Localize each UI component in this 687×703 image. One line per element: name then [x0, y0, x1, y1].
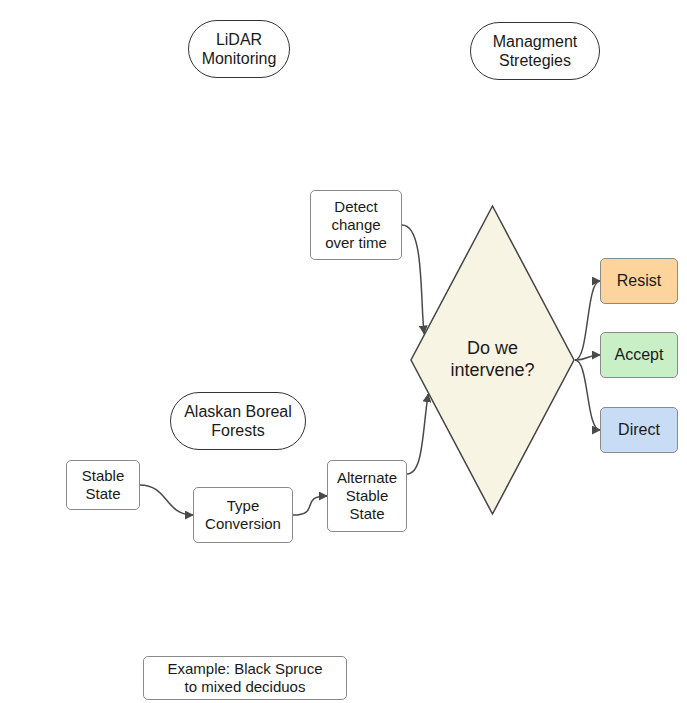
lidar-point-cloud	[98, 145, 265, 305]
node-label: Resist	[617, 271, 661, 290]
diamond-fill	[411, 206, 574, 514]
section-heading: LiDAR Monitoring	[188, 20, 290, 78]
hexagon-fill	[8, 10, 470, 353]
section-heading: Alaskan Boreal Forests	[170, 392, 306, 450]
alaska-map	[300, 62, 420, 158]
process-box: Detect change over time	[310, 190, 402, 260]
strategy-box: Resist	[600, 258, 678, 304]
node-label: Detect change over time	[317, 198, 395, 252]
state-box: Type Conversion	[193, 487, 293, 543]
node-label: Example: Black Spruce to mixed deciduos	[164, 660, 326, 696]
node-label: Stable State	[73, 467, 133, 503]
drone-icon	[103, 26, 161, 108]
connector-arrow	[575, 281, 600, 360]
connector-arrow	[402, 225, 424, 334]
example-caption-box: Example: Black Spruce to mixed deciduos	[143, 656, 347, 700]
node-label: Do we intervene?	[443, 338, 543, 381]
node-label: Direct	[618, 420, 660, 439]
node-label: Accept	[615, 345, 664, 364]
hexagon-fill	[8, 377, 470, 703]
state-box: Alternate Stable State	[327, 460, 407, 532]
connector-arrow	[575, 355, 600, 360]
node-label: Alternate Stable State	[334, 469, 400, 523]
strategy-box: Direct	[600, 407, 678, 453]
connector-arrow	[293, 496, 327, 515]
strategy-panel: Managment Stretegies Do we intervene? Resi…	[425, 10, 687, 703]
forest-sketch	[440, 526, 687, 699]
connector-arrow	[407, 394, 428, 474]
leader-arrow	[267, 224, 307, 226]
section-heading: Managment Stretegies	[470, 22, 600, 80]
decision-diamond: Do we intervene?	[410, 205, 575, 515]
strategy-box: Accept	[600, 332, 678, 378]
node-label: Type Conversion	[200, 497, 286, 533]
state-box: Stable State	[66, 460, 140, 510]
connector-arrow	[140, 485, 193, 515]
lidar-hexagon: LiDAR MonitoringDetect change over time	[8, 10, 470, 353]
forest-hexagon: Alaskan Boreal ForestsStable StateType C…	[8, 377, 470, 703]
connector-arrow	[575, 360, 600, 430]
